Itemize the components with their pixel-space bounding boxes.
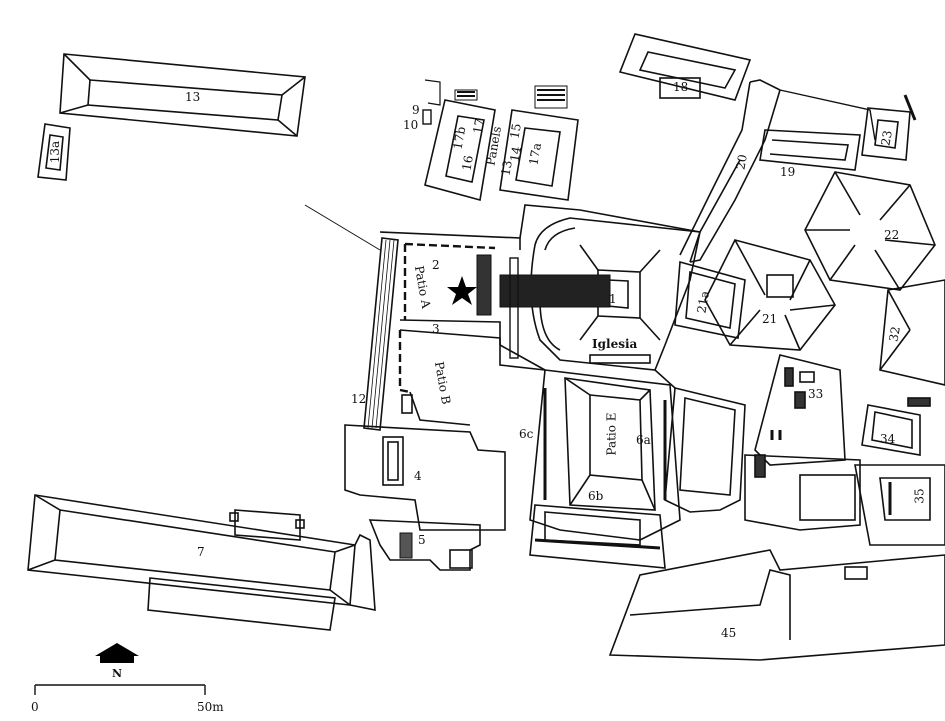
building-35 [854,464,945,546]
label-4: 4 [414,469,422,483]
building-17a [499,85,579,201]
label-35: 35 [912,488,927,504]
building-32 [879,279,945,386]
label-10: 10 [403,118,419,132]
label-1: 1 [609,292,617,306]
building-central [663,387,746,513]
label-19: 19 [780,165,796,179]
building-18 [618,33,752,101]
patio-a [379,231,521,359]
label-iglesia: Iglesia [592,337,638,351]
label-22: 22 [884,228,900,242]
building-7 [27,494,376,631]
nave [499,274,611,308]
label-13a: 13a [48,140,63,164]
building-12 [304,204,399,431]
label-33: 33 [808,387,824,401]
label-6b: 6b [588,489,604,503]
label-6c: 6c [519,427,534,441]
scale-start-label: 0 [31,700,39,714]
annex-9-10 [424,79,441,106]
label-9: 9 [412,103,420,117]
label-15: 15 [507,122,524,140]
label-23: 23 [878,129,895,147]
label-18: 18 [673,80,689,94]
label-13: 13 [185,90,201,104]
label-34: 34 [880,432,896,446]
building-45 [608,549,945,661]
label-17a: 17a [526,141,545,167]
north-arrow-icon [95,643,139,663]
label-21a: 21a [694,289,713,315]
building-20 [679,79,781,263]
building-23 [861,94,917,161]
building-21a [674,260,746,339]
label-20: 20 [733,153,750,171]
scale-end-label: 50m [197,700,224,714]
building-17b [424,89,496,202]
building-13 [59,53,306,137]
building-east [744,454,861,531]
building-13a [37,123,71,181]
label-5: 5 [418,533,426,547]
label-7: 7 [197,545,205,559]
label-17: 17 [470,117,487,135]
building-4 [344,424,506,531]
label-3: 3 [432,322,440,336]
label-patio-e: Patio E [604,412,619,456]
label-45: 45 [721,626,737,640]
building-34 [861,397,931,456]
label-21: 21 [762,312,778,326]
label-6a: 6a [636,433,651,447]
label-17b: 17b [450,125,469,151]
scale-bar [34,684,206,695]
label-13-small: 13 [498,159,515,177]
star-icon [447,276,477,305]
building-22 [804,171,936,291]
label-2: 2 [432,258,440,272]
building-21 [704,239,836,351]
building-5 [368,519,481,571]
label-16: 16 [459,154,476,172]
building-19 [759,129,861,171]
north-label: N [112,667,123,680]
building-33 [754,354,846,466]
patio-b [398,329,546,426]
building-6 [529,369,681,569]
label-12: 12 [351,392,367,406]
label-32: 32 [886,325,903,343]
